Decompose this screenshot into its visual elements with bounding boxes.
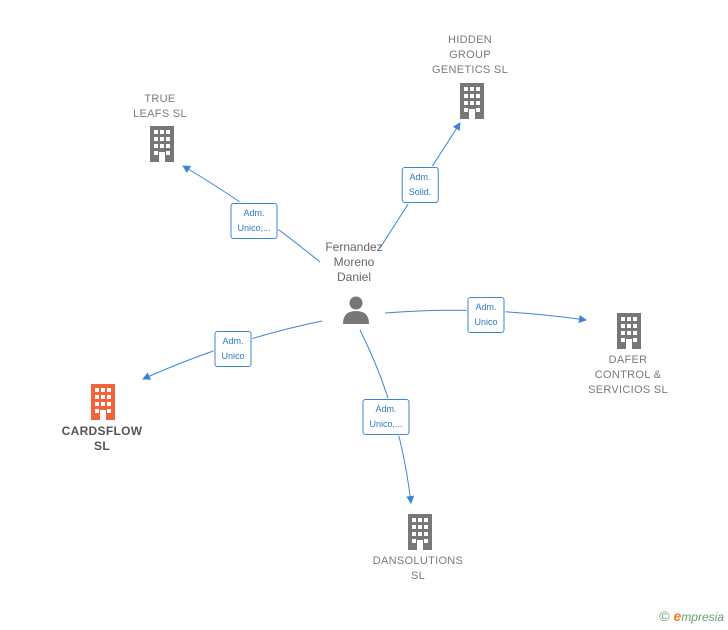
company-cardsflow-label[interactable]: CARDSFLOW SL bbox=[61, 424, 143, 453]
copyright-icon: © bbox=[659, 608, 670, 624]
empresia-logo[interactable]: © empresia bbox=[659, 608, 724, 624]
company-dansolutions-label[interactable]: DANSOLUTIONS SL bbox=[372, 555, 464, 582]
company-true-leafs-label[interactable]: TRUE LEAFS SL bbox=[133, 93, 187, 120]
company-dafer-label[interactable]: DAFER CONTROL & SERVICIOS SL bbox=[588, 354, 668, 396]
company-hidden-group-label[interactable]: HIDDEN GROUP GENETICS SL bbox=[431, 34, 509, 76]
relation-label-hidden-group[interactable]: Adm. Solid. bbox=[401, 167, 439, 203]
building-icon[interactable] bbox=[457, 83, 487, 119]
building-icon-highlight[interactable] bbox=[88, 384, 118, 420]
person-icon[interactable] bbox=[341, 294, 371, 324]
brand-wordmark: empresia bbox=[673, 608, 724, 624]
building-icon[interactable] bbox=[147, 126, 177, 162]
relation-label-dansolutions[interactable]: Adm. Unico,... bbox=[362, 399, 410, 435]
person-name[interactable]: Fernandez Moreno Daniel bbox=[325, 240, 383, 284]
relation-label-true-leafs[interactable]: Adm. Unico,... bbox=[230, 203, 278, 239]
relation-label-dafer[interactable]: Adm. Unico bbox=[467, 297, 505, 333]
building-icon[interactable] bbox=[405, 514, 435, 550]
building-icon[interactable] bbox=[614, 313, 644, 349]
relation-label-cardsflow[interactable]: Adm. Unico bbox=[214, 331, 252, 367]
